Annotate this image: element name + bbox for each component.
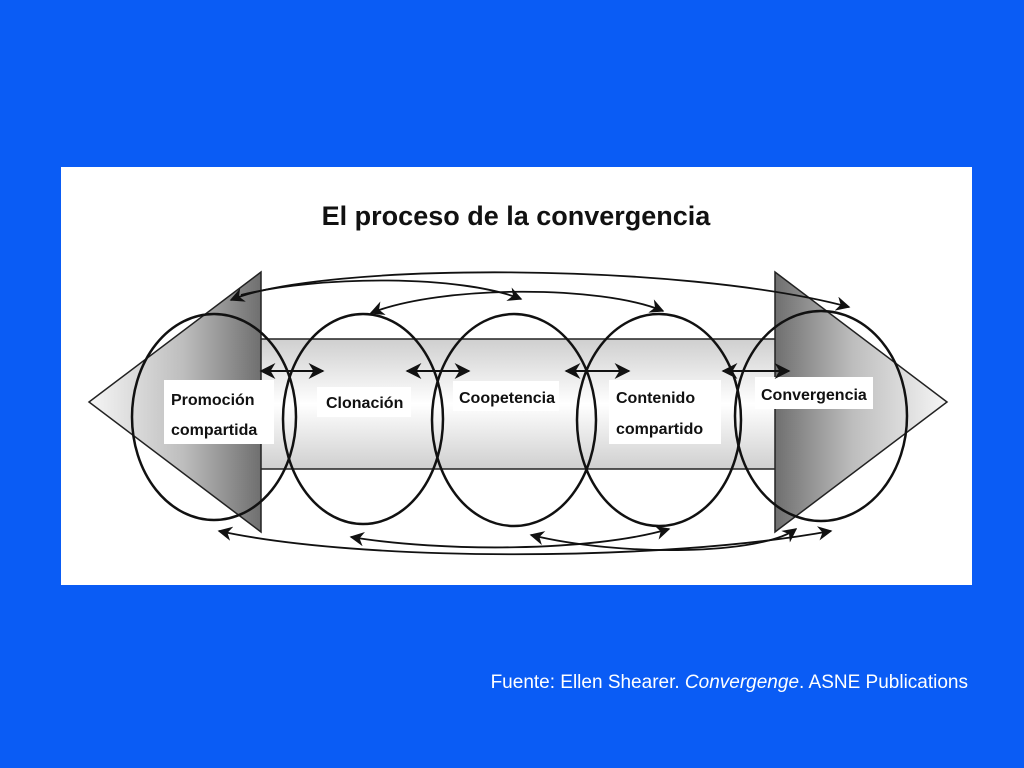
curve-top-middle: [369, 290, 665, 315]
diagram-title: El proceso de la convergencia: [322, 201, 712, 231]
curve-bottom-outer: [217, 526, 833, 556]
stage-circle-promocion: [130, 312, 298, 522]
label-bg-convergencia: [755, 377, 873, 409]
curve-top-left: [240, 279, 523, 301]
curve-top-outer: [229, 271, 851, 311]
stage-label-promocion-1: Promoción: [171, 392, 255, 409]
curve-bottom-right: [529, 528, 798, 552]
diagram-panel: El proceso de la convergencia Promoción …: [61, 167, 972, 585]
caption-prefix: Fuente: Ellen Shearer.: [490, 672, 685, 693]
stage-label-convergencia: Convergencia: [761, 387, 867, 404]
stage-label-promocion-2: compartida: [171, 422, 257, 439]
curve-bottom-middle: [349, 525, 671, 549]
stage-circle-convergencia: [733, 309, 909, 523]
source-caption: Fuente: Ellen Shearer. Convergenge. ASNE…: [491, 672, 968, 694]
label-bg-promocion: [164, 380, 274, 444]
stage-label-contenido-2: compartido: [616, 421, 703, 438]
stage-label-coopetencia: Coopetencia: [459, 390, 555, 407]
stage-circle-clonacion: [281, 312, 445, 526]
label-bg-clonacion: [317, 387, 411, 417]
stage-label-clonacion: Clonación: [326, 395, 403, 412]
label-bg-coopetencia: [453, 381, 559, 411]
stage-label-contenido-1: Contenido: [616, 390, 695, 407]
caption-work-title: Convergenge: [684, 672, 800, 693]
convergence-diagram: El proceso de la convergencia Promoción …: [87, 201, 949, 556]
caption-suffix: . ASNE Publications: [799, 672, 968, 693]
label-bg-contenido: [609, 380, 721, 444]
